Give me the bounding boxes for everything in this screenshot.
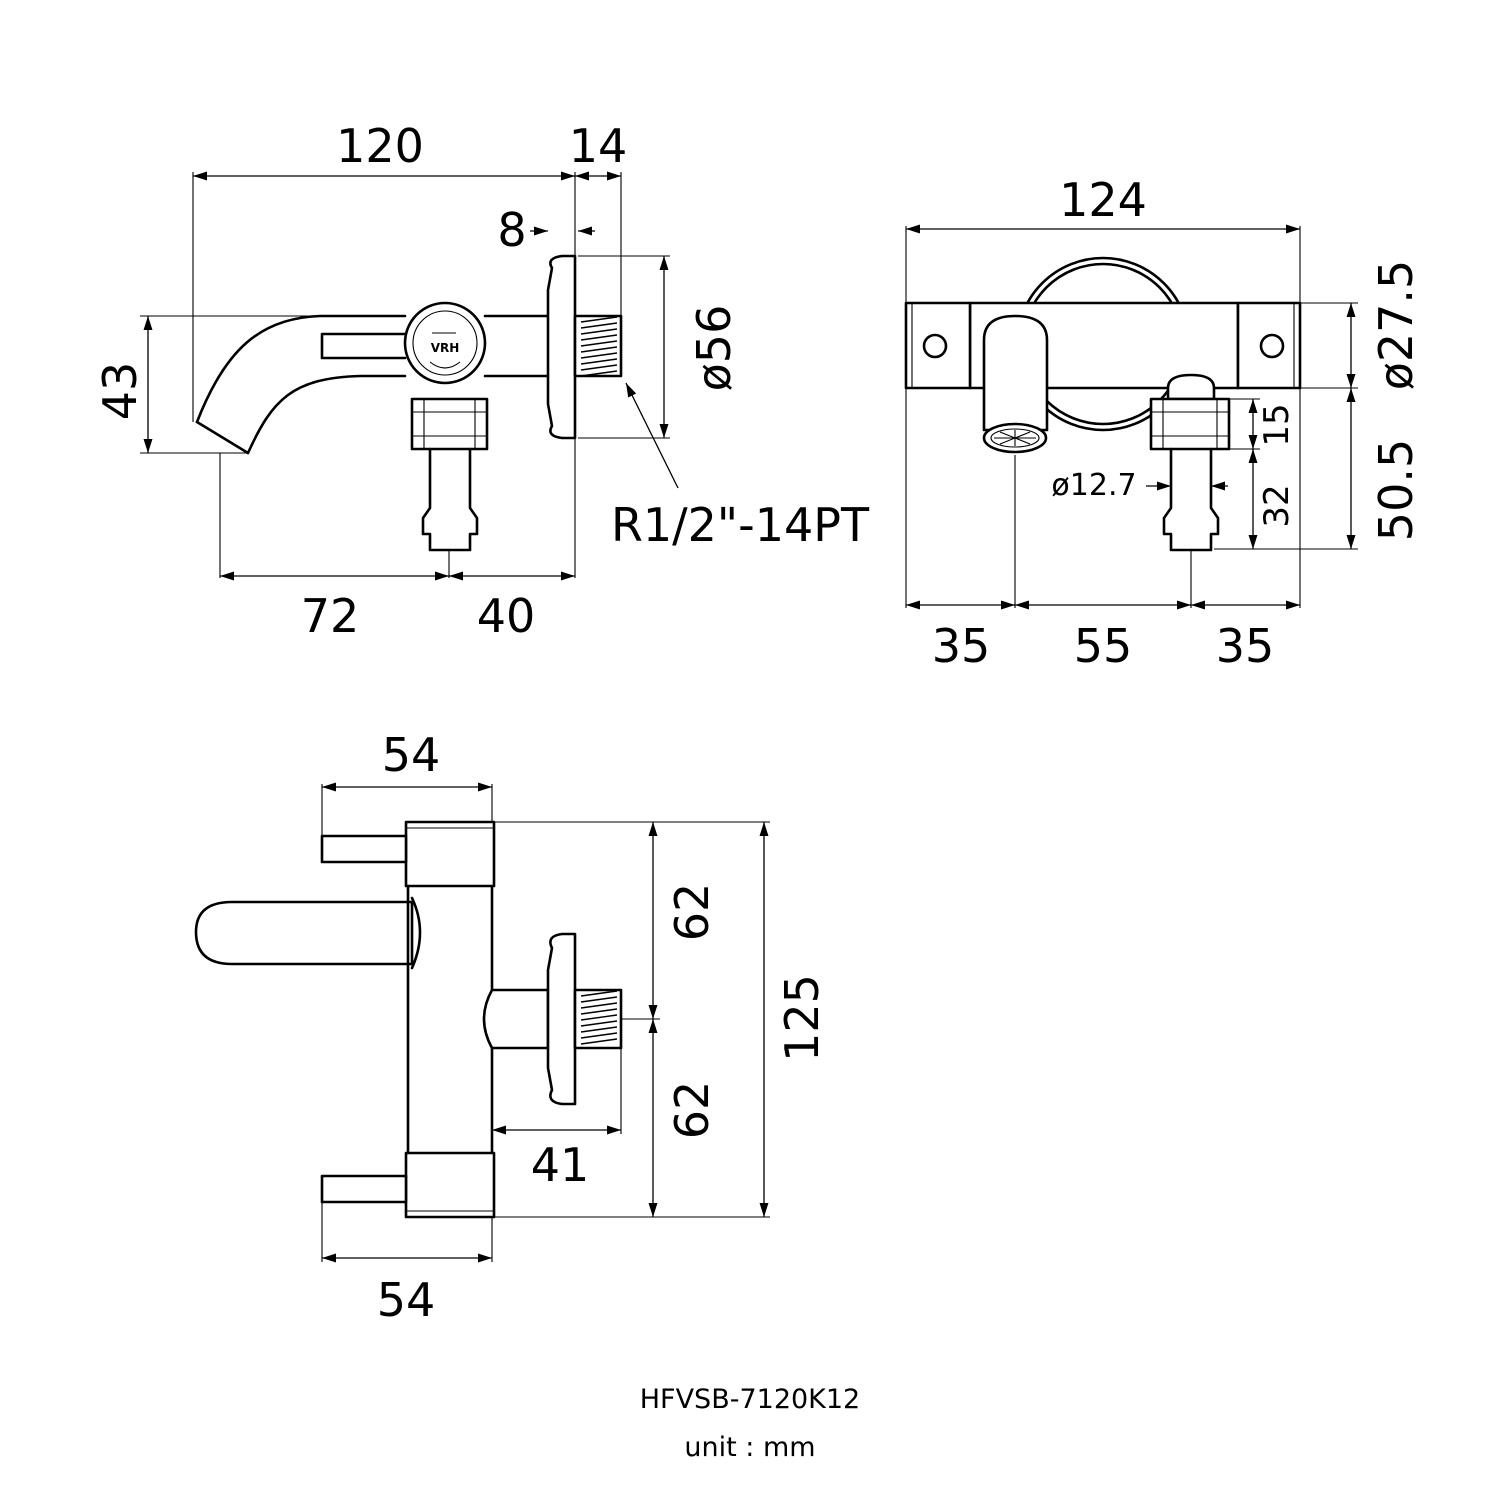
dim-center-55: 55 — [1074, 619, 1133, 673]
dim-drop-50-5: 50.5 — [1369, 439, 1423, 541]
dim-nut-15: 15 — [1257, 403, 1297, 446]
dim-diameter-56: ø56 — [687, 305, 741, 392]
dim-top-handle-54: 54 — [382, 728, 441, 782]
thread-spec-label: R1/2"-14PT — [611, 498, 870, 552]
front-view-dimensions: 124 ø27.5 50.5 15 32 ø12.7 35 55 35 — [905, 173, 1423, 673]
side-view-dimensions: 120 14 8 43 ø56 72 40 R1/2"-14PT — [93, 119, 870, 643]
inlet-thread-lines — [580, 990, 618, 1045]
dim-total-125: 125 — [775, 974, 829, 1062]
dim-outlet-40: 40 — [477, 589, 536, 643]
dim-upper-62: 62 — [665, 883, 719, 942]
dim-offset-8: 8 — [497, 203, 526, 257]
dim-length-120: 120 — [336, 119, 424, 173]
model-number: HFVSB-7120K12 — [639, 1384, 861, 1415]
dim-height-43: 43 — [93, 362, 147, 421]
top-view-dimensions: 54 62 62 125 41 54 — [321, 728, 829, 1327]
dim-nozzle-32: 32 — [1257, 484, 1297, 527]
dim-nozzle-diameter-12-7: ø12.7 — [1051, 468, 1136, 503]
front-view: 124 ø27.5 50.5 15 32 ø12.7 35 55 35 — [904, 173, 1423, 673]
dim-right-35: 35 — [1216, 619, 1275, 673]
brand-logo: VRH — [431, 341, 460, 355]
thread-lines — [580, 316, 618, 377]
dim-spout-72: 72 — [301, 589, 360, 643]
dim-width-124: 124 — [1059, 173, 1147, 227]
unit-label: unit : mm — [684, 1432, 816, 1463]
top-view-outline — [194, 820, 623, 1219]
top-view: 54 62 62 125 41 54 — [194, 728, 829, 1327]
side-view-outline: VRH — [195, 254, 623, 552]
dim-body-diameter-27-5: ø27.5 — [1369, 260, 1423, 391]
dim-inlet-41: 41 — [531, 1138, 590, 1192]
dim-left-35: 35 — [932, 619, 991, 673]
dim-bottom-handle-54: 54 — [377, 1273, 436, 1327]
side-view: VRH 120 14 8 43 ø56 — [93, 119, 870, 643]
front-view-outline — [904, 256, 1302, 552]
dim-flange-14: 14 — [569, 119, 628, 173]
dim-lower-62: 62 — [665, 1081, 719, 1140]
